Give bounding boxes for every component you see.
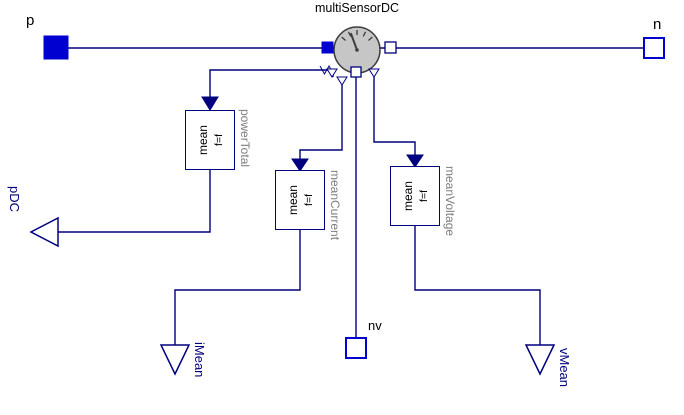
block-meanVoltage-label: meanVoltage bbox=[443, 166, 457, 237]
pin-nv[interactable] bbox=[345, 337, 367, 359]
block-powerTotal-label: powerTotal bbox=[238, 109, 252, 168]
wire-meanCurrent-to-iMean[interactable] bbox=[174, 230, 301, 345]
sensor-output-current-icon[interactable] bbox=[336, 76, 348, 86]
sensor-pin-nc[interactable] bbox=[384, 41, 397, 54]
pin-p-label: p bbox=[26, 12, 35, 29]
input-arrow-meanCurrent bbox=[291, 158, 309, 172]
block-meanCurrent[interactable]: mean f=f bbox=[275, 170, 325, 230]
wire-current-to-meanCurrent[interactable] bbox=[299, 85, 343, 159]
block-meanCurrent-label: meanCurrent bbox=[328, 170, 342, 241]
pin-nv-label: nv bbox=[368, 318, 382, 333]
sensor-pin-nv[interactable] bbox=[350, 66, 362, 78]
input-arrow-meanVoltage bbox=[406, 154, 424, 168]
block-subtext: f=f bbox=[417, 190, 430, 202]
wire-meanVoltage-to-vMean[interactable] bbox=[414, 226, 541, 345]
block-meanVoltage[interactable]: mean f=f bbox=[390, 166, 440, 226]
block-subtext: f=f bbox=[212, 134, 225, 146]
output-iMean-label: iMean bbox=[192, 342, 207, 378]
sensor-pin-pc[interactable] bbox=[321, 41, 334, 54]
wire-voltage-to-meanVoltage[interactable] bbox=[373, 77, 416, 155]
output-connector-iMean[interactable] bbox=[159, 344, 191, 376]
output-pDC-label: pDC bbox=[7, 186, 22, 213]
sensor-output-power-icon[interactable] bbox=[326, 68, 338, 78]
block-text: mean bbox=[195, 124, 210, 156]
gauge-icon[interactable] bbox=[333, 26, 381, 74]
pin-p[interactable] bbox=[43, 35, 69, 60]
pin-n[interactable] bbox=[643, 37, 665, 59]
sensor-output-voltage-icon[interactable] bbox=[368, 68, 380, 78]
block-subtext: f=f bbox=[302, 194, 315, 206]
block-text: mean bbox=[285, 184, 300, 216]
input-arrow-powerTotal bbox=[201, 96, 219, 111]
wire-powerTotal-to-pDC[interactable] bbox=[58, 170, 211, 233]
wire-power-to-powerTotal[interactable] bbox=[209, 69, 334, 97]
output-connector-vMean[interactable] bbox=[524, 344, 556, 376]
output-vMean-label: vMean bbox=[557, 348, 572, 388]
block-text: mean bbox=[400, 180, 415, 212]
block-powerTotal[interactable]: mean f=f bbox=[185, 110, 235, 170]
sensor-name-label: multiSensorDC bbox=[314, 1, 400, 15]
pin-n-label: n bbox=[653, 16, 662, 33]
output-connector-pDC[interactable] bbox=[29, 216, 59, 248]
